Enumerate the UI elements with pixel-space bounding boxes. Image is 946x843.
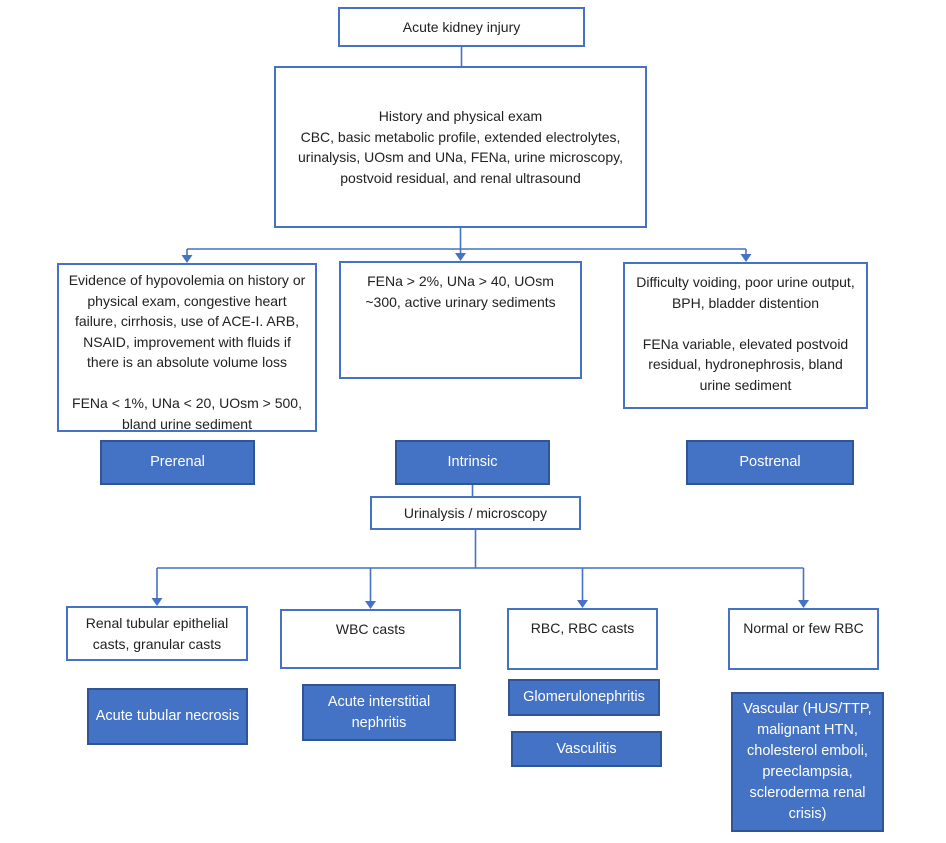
workup-title: History and physical exam [378, 108, 543, 124]
diagnosis-ain-label: Acute interstitial nephritis [327, 693, 431, 731]
diagnosis-atn-node: Acute tubular necrosis [87, 688, 248, 745]
postrenal-findings-node: Difficulty voiding, poor urine output, B… [623, 262, 868, 409]
finding-rte-casts-node: Renal tubular epithelial casts, granular… [66, 606, 248, 661]
diagnosis-vascular-node: Vascular (HUS/TTP, malignant HTN, choles… [731, 692, 884, 832]
urinalysis-label: Urinalysis / microscopy [403, 504, 548, 521]
intrinsic-category-label: Intrinsic [447, 454, 498, 470]
diagnosis-atn-label: Acute tubular necrosis [95, 708, 240, 724]
finding-normal-rbc-node: Normal or few RBC [728, 608, 879, 670]
arrowhead-wbc [365, 601, 376, 609]
prerenal-labs-text: FENa < 1%, UNa < 20, UOsm > 500, bland u… [72, 395, 302, 432]
arrowhead-normal [798, 600, 809, 608]
arrowhead-postrenal [740, 254, 752, 262]
finding-rbc-casts-text: RBC, RBC casts [530, 620, 635, 636]
diagnosis-vasculitis-label: Vasculitis [556, 740, 617, 757]
arrowhead-prerenal [181, 255, 193, 263]
postrenal-category-node: Postrenal [686, 440, 854, 485]
urinalysis-node: Urinalysis / microscopy [370, 496, 581, 530]
finding-wbc-casts-node: WBC casts [280, 609, 461, 669]
workup-node: History and physical exam CBC, basic met… [274, 66, 647, 228]
postrenal-findings-text: Difficulty voiding, poor urine output, B… [636, 274, 855, 311]
prerenal-category-node: Prerenal [100, 440, 255, 485]
intrinsic-findings-text: FENa > 2%, UNa > 40, UOsm ~300, active u… [365, 273, 556, 310]
root-node: Acute kidney injury [338, 7, 585, 47]
diagnosis-glomerulonephritis-node: Glomerulonephritis [508, 679, 660, 716]
postrenal-category-label: Postrenal [739, 454, 801, 470]
finding-rbc-casts-node: RBC, RBC casts [507, 608, 658, 670]
intrinsic-findings-node: FENa > 2%, UNa > 40, UOsm ~300, active u… [339, 261, 582, 379]
diagnosis-vascular-label: Vascular (HUS/TTP, malignant HTN, choles… [743, 701, 872, 822]
workup-detail: CBC, basic metabolic profile, extended e… [298, 128, 623, 186]
arrowhead-rte [151, 598, 163, 606]
arrowhead-rbc [577, 600, 588, 608]
intrinsic-category-node: Intrinsic [395, 440, 550, 485]
finding-rte-casts-text: Renal tubular epithelial casts, granular… [85, 615, 229, 652]
finding-wbc-casts-text: WBC casts [335, 621, 406, 637]
prerenal-category-label: Prerenal [150, 454, 205, 470]
diagnosis-vasculitis-node: Vasculitis [511, 731, 662, 767]
finding-normal-rbc-text: Normal or few RBC [743, 620, 864, 636]
postrenal-labs-text: FENa variable, elevated postvoid residua… [642, 335, 849, 393]
diagnosis-glomerulonephritis-label: Glomerulonephritis [523, 689, 645, 705]
arrowhead-intrinsic [455, 253, 466, 261]
diagnosis-ain-node: Acute interstitial nephritis [302, 684, 456, 741]
prerenal-findings-node: Evidence of hypovolemia on history or ph… [57, 263, 317, 432]
prerenal-findings-text: Evidence of hypovolemia on history or ph… [68, 272, 306, 370]
root-label: Acute kidney injury [402, 18, 521, 35]
